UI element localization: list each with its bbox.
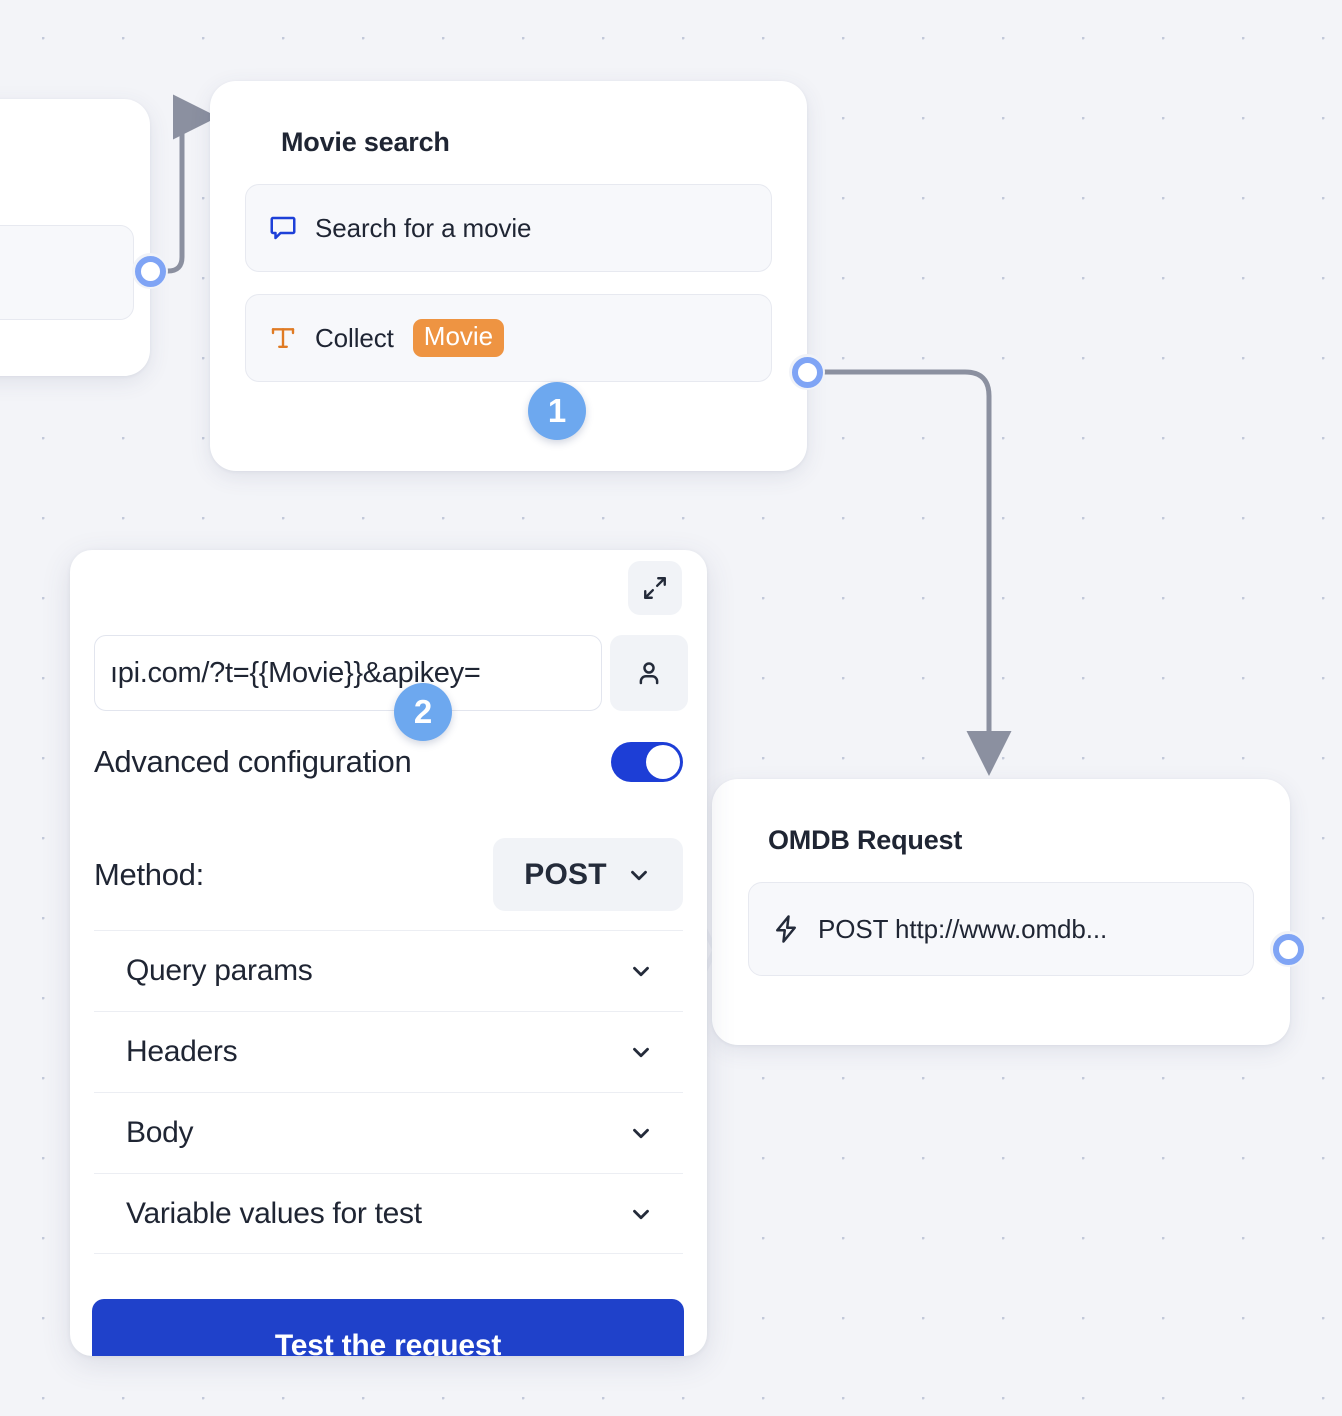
chevron-down-icon[interactable] — [628, 1039, 678, 1065]
chevron-down-icon[interactable] — [628, 958, 678, 984]
node-row-label: Collect — [315, 322, 394, 353]
previous-node-row[interactable] — [0, 225, 134, 320]
advanced-configuration-row: Advanced configuration — [94, 742, 683, 782]
node-row-search-for-a-movie[interactable]: Search for a movie — [245, 184, 772, 272]
variable-chip-movie[interactable]: Movie — [412, 319, 505, 357]
section-label: Body — [126, 1116, 194, 1149]
advanced-configuration-label: Advanced configuration — [94, 744, 412, 779]
section-variable-values-for-test[interactable]: Variable values for test — [94, 1173, 683, 1254]
method-value: POST — [524, 857, 607, 891]
expand-panel-button[interactable] — [628, 561, 682, 615]
node-row-label: Search for a movie — [315, 212, 532, 243]
node-movie-search-title: Movie search — [281, 127, 450, 157]
request-config-panel[interactable]: Advanced configuration Method: POST Quer… — [70, 550, 707, 1356]
node-omdb-request[interactable]: OMDB Request POST http://www.omdb... — [712, 779, 1290, 1045]
port-movie-search-output[interactable] — [789, 354, 825, 390]
test-the-request-button[interactable]: Test the request — [92, 1299, 684, 1356]
request-sections-list: Query params Headers Body — [94, 930, 683, 1254]
lightning-bolt-icon — [771, 914, 801, 944]
section-label: Headers — [126, 1035, 238, 1068]
section-headers[interactable]: Headers — [94, 1011, 683, 1092]
node-row-label: POST http://www.omdb... — [818, 913, 1108, 944]
text-t-icon — [268, 323, 298, 353]
person-icon — [634, 658, 664, 688]
chat-bubble-icon — [268, 213, 298, 243]
chevron-down-icon — [626, 862, 652, 888]
method-select[interactable]: POST — [493, 838, 683, 911]
port-omdb-request-output[interactable] — [1270, 931, 1306, 967]
node-movie-search[interactable]: Movie search Search for a movie Collect — [210, 81, 807, 471]
chevron-down-icon[interactable] — [628, 1201, 678, 1227]
chevron-down-icon[interactable] — [628, 1120, 678, 1146]
url-auth-button[interactable] — [610, 635, 688, 711]
step-badge-1: 1 — [528, 382, 586, 440]
method-label: Method: — [94, 856, 204, 892]
method-row: Method: POST — [94, 838, 683, 911]
edge-prev-to-movie — [149, 94, 218, 274]
url-row — [94, 635, 688, 711]
step-badge-2: 2 — [394, 683, 452, 741]
section-label: Variable values for test — [126, 1196, 422, 1230]
node-omdb-request-title: OMDB Request — [768, 825, 963, 855]
url-input[interactable] — [94, 635, 602, 711]
previous-node[interactable] — [0, 99, 150, 376]
expand-diagonal-icon — [642, 575, 668, 601]
node-row-collect-movie[interactable]: Collect Movie — [245, 294, 772, 382]
node-row-post-request[interactable]: POST http://www.omdb... — [748, 882, 1254, 976]
section-query-params[interactable]: Query params — [94, 930, 683, 1011]
advanced-configuration-toggle[interactable] — [611, 742, 683, 782]
toggle-knob — [646, 745, 680, 779]
section-label: Query params — [126, 954, 313, 987]
section-body[interactable]: Body — [94, 1092, 683, 1173]
port-prev-output[interactable] — [132, 253, 168, 289]
edge-movie-to-omdb — [817, 369, 1012, 776]
